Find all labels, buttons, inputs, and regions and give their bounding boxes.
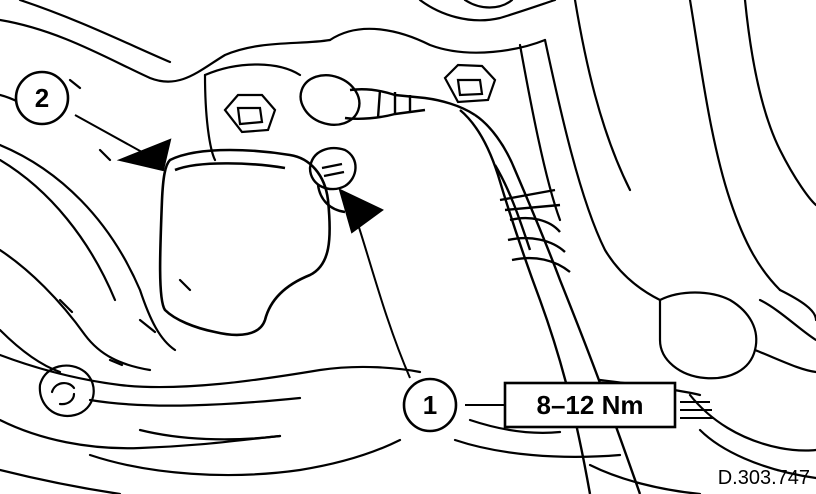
- callout-1: 1: [402, 377, 458, 433]
- callout-1-label: 1: [423, 390, 437, 420]
- sensor-cover: [158, 148, 331, 337]
- torque-spec: 8–12 Nm: [503, 381, 677, 429]
- reference-code: D.303.747: [718, 467, 810, 489]
- callout-2-label: 2: [35, 83, 49, 113]
- torque-value: 8–12 Nm: [537, 390, 644, 420]
- arrow-to-sensor-bolt: [338, 188, 384, 234]
- bolt-heads: [223, 63, 497, 134]
- sensor-connector: [299, 74, 642, 494]
- arrow-to-cover: [116, 138, 172, 172]
- callout-2: 2: [14, 70, 70, 126]
